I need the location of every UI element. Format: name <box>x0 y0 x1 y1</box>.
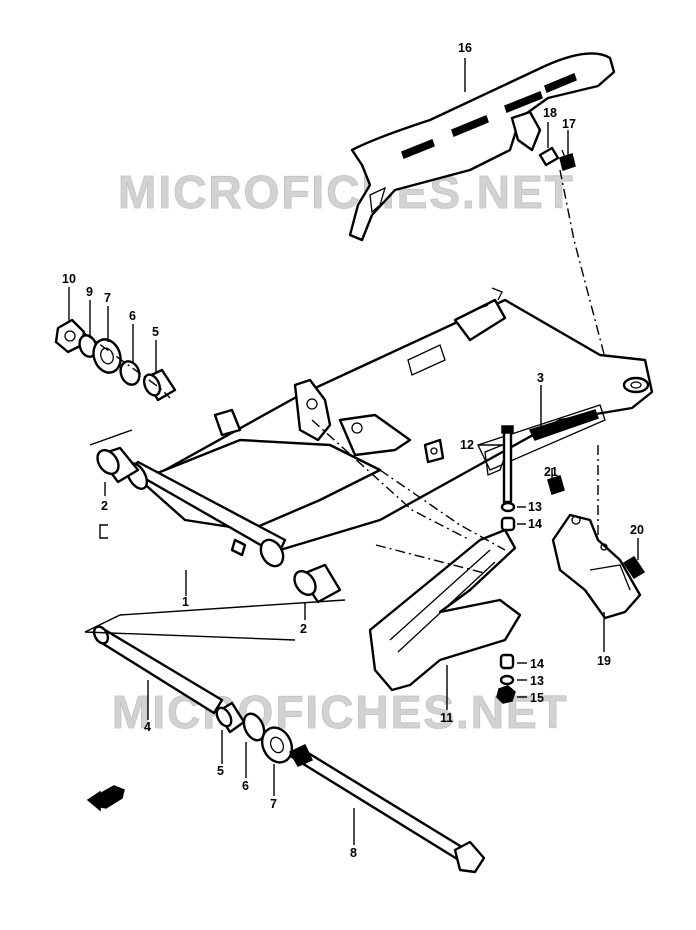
part-20-bolt <box>622 555 646 580</box>
callout-16: 16 <box>458 41 472 55</box>
part-6-washer-lower <box>242 712 266 742</box>
assembly-lines <box>83 169 605 576</box>
part-14-collar-bottom <box>499 653 515 670</box>
part-11-chain-guide <box>368 528 522 692</box>
callout-5-upper: 5 <box>152 325 159 339</box>
callout-14-lower: 14 <box>530 657 544 671</box>
callout-18: 18 <box>543 106 557 120</box>
watermark-top: MICROFICHES.NET <box>118 166 575 218</box>
callout-4: 4 <box>144 720 151 734</box>
callout-13-lower: 13 <box>530 674 544 688</box>
callout-10: 10 <box>62 272 76 286</box>
callout-1: 1 <box>182 595 189 609</box>
part-13-washer-bottom <box>499 674 515 686</box>
callout-17: 17 <box>562 117 576 131</box>
callout-3: 3 <box>537 371 544 385</box>
part-8-pivot-axle <box>288 744 486 874</box>
part-16-chain-case <box>348 52 616 242</box>
part-19-guard <box>551 513 642 620</box>
callout-14-upper: 14 <box>528 517 542 531</box>
callout-6-lower: 6 <box>242 779 249 793</box>
part-5-bush-lower <box>215 701 246 734</box>
callout-2-left: 2 <box>101 499 108 513</box>
part-14-collar-top <box>500 516 516 532</box>
callout-2-right: 2 <box>300 622 307 636</box>
callout-6-upper: 6 <box>129 309 136 323</box>
part-7-spacer-lower <box>261 726 293 764</box>
callout-11: 11 <box>440 711 453 725</box>
callout-7-lower: 7 <box>270 797 277 811</box>
leader-lines <box>68 58 639 845</box>
part-2-bearing-right <box>293 563 342 604</box>
part-18-washer <box>538 146 560 167</box>
front-arrow-icon <box>86 785 125 812</box>
callout-9: 9 <box>86 285 93 299</box>
part-1-swingarm <box>125 287 654 568</box>
part-12-bolt <box>501 425 514 504</box>
part-6-washer <box>119 360 141 386</box>
part-13-washer-top <box>500 501 516 513</box>
part-5-bush <box>142 368 177 402</box>
part-21-bolt <box>547 475 565 495</box>
callout-20: 20 <box>630 523 644 537</box>
callout-21: 21 <box>544 465 558 479</box>
part-17-bolt <box>559 149 576 171</box>
part-15-nut <box>496 685 516 704</box>
callout-19: 19 <box>597 654 611 668</box>
callout-12: 12 <box>460 438 474 452</box>
callout-13-upper: 13 <box>528 500 542 514</box>
callout-7-upper: 7 <box>104 291 111 305</box>
callout-8: 8 <box>350 846 357 860</box>
callouts: 16 18 17 10 9 7 6 5 3 12 21 13 14 20 2 1… <box>62 41 644 860</box>
part-2-bearing-left <box>96 446 140 484</box>
callout-5-lower: 5 <box>217 764 224 778</box>
callout-15: 15 <box>530 691 544 705</box>
